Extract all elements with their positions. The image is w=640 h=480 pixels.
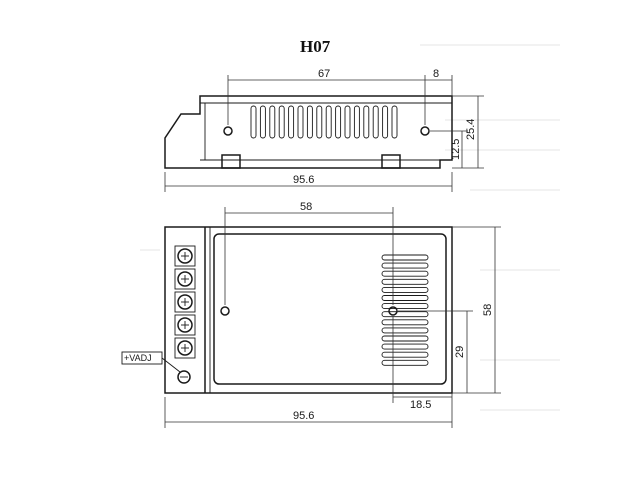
dim-top-overall-width: 95.6 [293,410,314,422]
side-vent-slot [259,105,266,139]
top-view-body [164,226,453,394]
side-vent-slot [344,105,351,139]
top-vent-slot [381,359,429,366]
terminal-cell [174,291,196,313]
adjust-label: +VADJ [124,353,152,363]
terminal-cell [174,337,196,359]
side-mount-hole-left [223,126,233,136]
side-vent-slot [278,105,285,139]
dim-top-hole-offset: 18.5 [410,399,431,411]
top-vent-slots [381,254,429,366]
top-vent-slot [381,343,429,350]
dim-side-hole-height: 12.5 [450,139,462,160]
top-mount-hole-left [220,306,230,316]
dim-top-height: 58 [482,304,494,316]
side-view: 67 8 25.4 12.5 95.6 [164,68,484,192]
side-vent-slot [250,105,257,139]
terminal-block [174,245,196,359]
side-foot-left [221,154,241,169]
side-vent-slot [306,105,313,139]
side-foot-right [381,154,401,169]
dim-side-height: 25.4 [465,119,477,140]
terminal-screw [177,294,193,310]
top-vent-slot [381,319,429,326]
top-vent-slot [381,351,429,358]
top-vent-slot [381,254,429,261]
background-ghost-lines [140,44,560,411]
dim-side-overall-width: 95.6 [293,174,314,186]
side-vent-slot [372,105,379,139]
side-vent-slot [288,105,295,139]
terminal-screw [177,271,193,287]
terminal-screw [177,340,193,356]
side-vent-slots [250,105,398,139]
adjust-potentiometer [177,370,191,384]
top-vent-slot [381,270,429,277]
side-vent-slot [363,105,370,139]
terminal-screw [177,317,193,333]
terminal-cell [174,245,196,267]
top-vent-slot [381,311,429,318]
top-view: +VADJ 58 58 29 18.5 95.6 [121,201,501,428]
side-vent-slot [269,105,276,139]
side-vent-slot [382,105,389,139]
side-view-body [164,95,453,169]
top-vent-slot [381,335,429,342]
dim-side-length: 67 [318,68,330,80]
drawing-title: H07 [300,37,331,56]
side-vent-slot [297,105,304,139]
top-vent-slot [381,303,429,310]
top-vent-slot [381,286,429,293]
dim-top-hole-height: 29 [454,346,466,358]
side-mount-hole-right [420,126,430,136]
top-vent-slot [381,278,429,285]
top-vent-slot [381,262,429,269]
terminal-cell [174,268,196,290]
terminal-screw [177,248,193,264]
side-vent-slot [391,105,398,139]
side-vent-slot [316,105,323,139]
top-mount-hole-right [388,306,398,316]
side-vent-slot [325,105,332,139]
dim-side-offset: 8 [433,68,439,80]
top-vent-slot [381,295,429,301]
side-vent-slot [353,105,360,139]
dim-top-length: 58 [300,201,312,213]
terminal-cell [174,314,196,336]
top-cover-panel [213,233,447,385]
top-vent-slot [381,327,429,334]
side-vent-slot [335,105,342,139]
